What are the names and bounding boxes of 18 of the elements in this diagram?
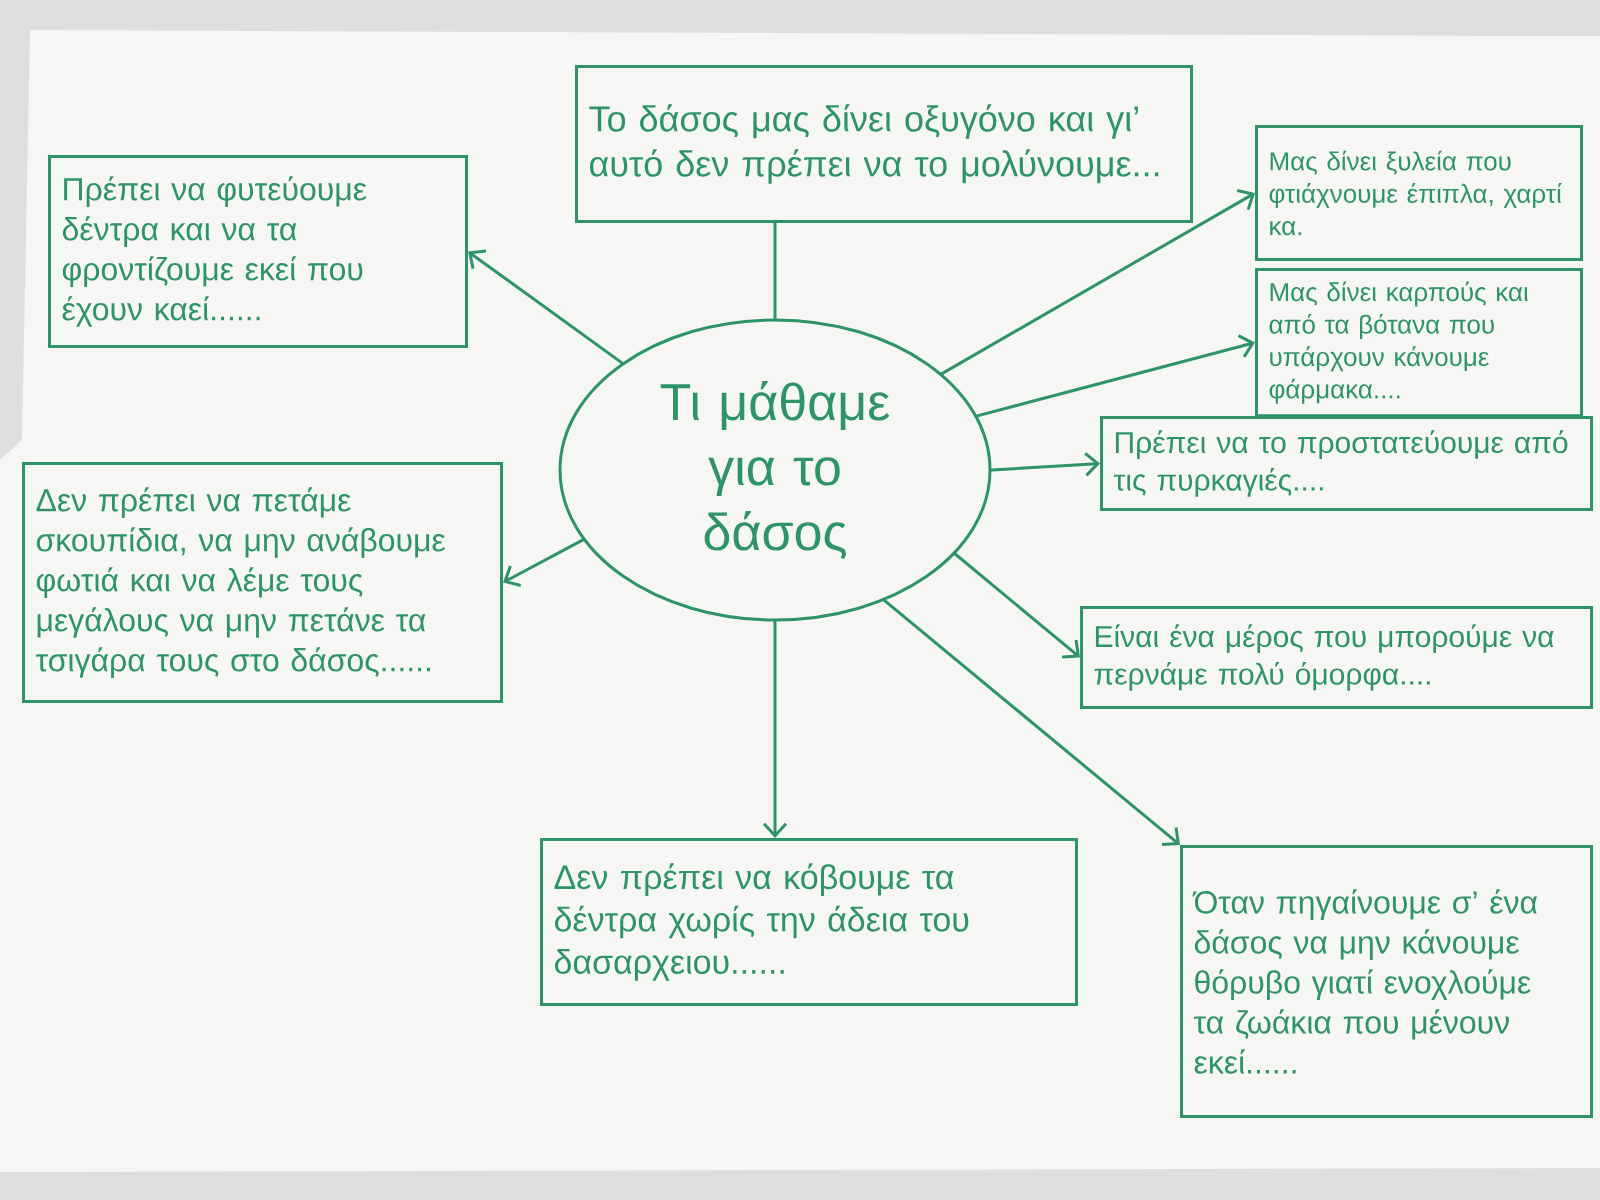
arrow xyxy=(990,452,1100,477)
note-box: Είναι ένα μέρος που μπορούμε να περνάμε πολύ όμορφα.... xyxy=(1080,606,1593,709)
arrow xyxy=(762,620,788,838)
arrow xyxy=(503,538,585,587)
connector-line xyxy=(773,221,777,320)
note-box: Μας δίνει καρπούς και από τα βότανα που υπάρχουν κάνουμε φάρμακα.... xyxy=(1255,268,1583,418)
note-box: Δεν πρέπει να πετάμε σκουπίδια, να μην ανάβουμε φωτιά και να λέμε τους μεγάλους να μην πετάνε τα τσιγάρα τους στο δάσος...... xyxy=(22,462,503,703)
arrow xyxy=(975,334,1255,418)
note-box: Όταν πηγαίνουμε σ’ ένα δάσος να μην κάνουμε θόρυβο γιατί ενοχλούμε τα ζωάκια που μένουν εκεί...... xyxy=(1180,845,1593,1118)
note-box: Δεν πρέπει να κόβουμε τα δέντρα χωρίς την άδεια του δασαρχειου...... xyxy=(540,838,1078,1006)
note-box: Πρέπει να φυτεύουμε δέντρα και να τα φροντίζουμε εκεί που έχουν καεί...... xyxy=(48,155,468,348)
arrow xyxy=(953,552,1080,659)
note-box: Μας δίνει ξυλεία που φτιάχνουμε έπιπλα, χαρτί κα. xyxy=(1255,125,1583,261)
arrow xyxy=(940,189,1256,376)
note-box: Πρέπει να το προστατεύουμε από τις πυρκαγιές.... xyxy=(1100,416,1593,511)
arrow xyxy=(883,599,1181,846)
arrow xyxy=(468,249,624,365)
note-box: Το δάσος μας δίνει οξυγόνο και γι’ αυτό δεν πρέπει να το μολύνουμε... xyxy=(575,65,1193,223)
